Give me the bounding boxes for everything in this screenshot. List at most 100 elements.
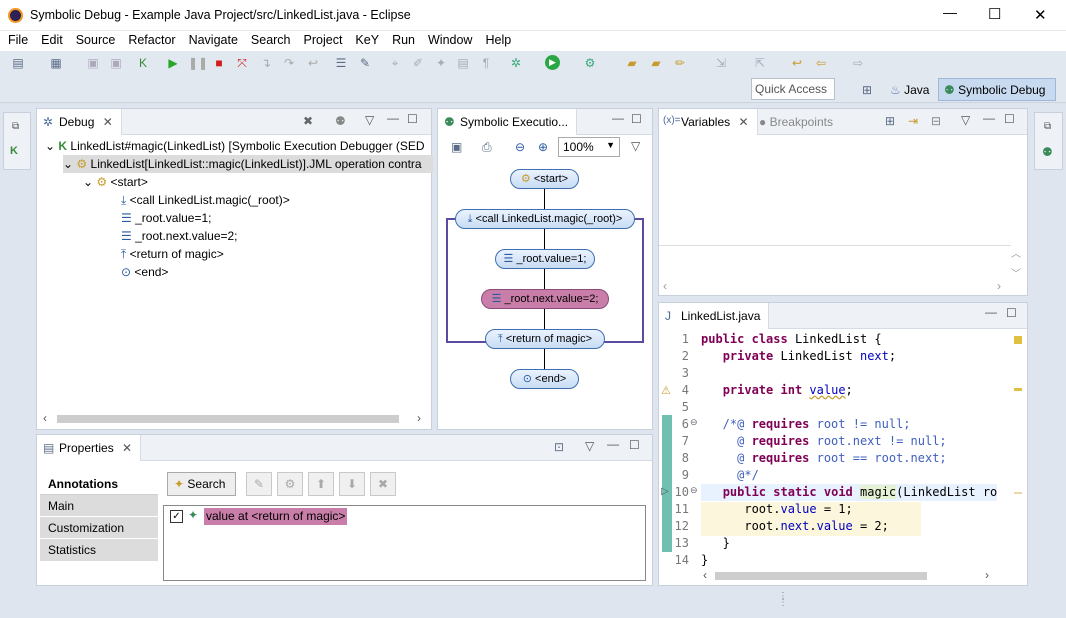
maximize-button[interactable]: ☐ <box>988 6 1002 23</box>
scroll-thumb[interactable] <box>57 415 399 423</box>
menu-run[interactable]: Run <box>392 33 415 47</box>
external-tools-icon[interactable]: ⚙ <box>584 56 596 70</box>
menu-source[interactable]: Source <box>75 33 116 47</box>
open-folder-icon[interactable]: ▰ <box>651 56 661 70</box>
category-statistics[interactable]: Statistics <box>40 539 158 561</box>
search-tool-icon[interactable]: ✏ <box>674 56 686 70</box>
step-over-icon[interactable]: ↷ <box>283 56 295 70</box>
code-area[interactable]: public class LinkedList { private Linked… <box>701 332 997 572</box>
maximize-view-icon[interactable]: ☐ <box>407 112 418 126</box>
scroll-left-icon[interactable]: ‹ <box>703 568 707 582</box>
category-customization[interactable]: Customization <box>40 517 158 539</box>
tree-row-launch[interactable]: ⌄ K LinkedList#magic(LinkedList) [Symbol… <box>45 137 425 155</box>
resume-icon[interactable]: ▶ <box>168 56 178 70</box>
minimize-view-icon[interactable]: — <box>983 111 995 125</box>
disconnect-icon[interactable]: ⤧ <box>237 56 247 70</box>
menu-project[interactable]: Project <box>303 33 343 47</box>
suspend-icon[interactable]: ❚❚ <box>188 56 209 70</box>
move-up-button[interactable]: ⬆ <box>308 472 334 496</box>
tab-linkedlist-java[interactable]: J LinkedList.java <box>659 303 770 329</box>
view-menu-chevron-icon[interactable]: ▽ <box>631 139 641 153</box>
step-filter-icon[interactable]: ✎ <box>359 56 371 70</box>
terminate-icon[interactable]: ■ <box>215 56 223 70</box>
menu-help[interactable]: Help <box>485 33 512 47</box>
vertical-scrollbar[interactable]: ︿﹀ <box>1011 245 1025 280</box>
key-icon[interactable]: K <box>138 56 147 70</box>
tree-view-icon[interactable]: ⚉ <box>1042 145 1053 159</box>
maximize-view-icon[interactable]: ☐ <box>1004 112 1015 126</box>
last-edit-icon[interactable]: ↩ <box>791 56 803 70</box>
scroll-left-icon[interactable]: ‹ <box>663 279 667 293</box>
pin-icon[interactable]: ⊡ <box>554 440 565 454</box>
minimize-view-icon[interactable]: — <box>387 111 399 125</box>
perspective-java[interactable]: ♨ Java <box>884 79 936 101</box>
tab-breakpoints[interactable]: ● Breakpoints <box>759 115 833 129</box>
minimize-button[interactable]: — <box>943 4 957 20</box>
tree-row-statement[interactable]: ☰ _root.next.value=2; <box>121 227 238 245</box>
menu-key[interactable]: KeY <box>355 33 380 47</box>
category-main[interactable]: Main <box>40 495 158 517</box>
zoom-in-icon[interactable]: ⊕ <box>538 140 549 154</box>
annotation-checkbox[interactable]: ✓ <box>170 510 183 523</box>
edit-annotation-button[interactable]: ✎ <box>246 472 272 496</box>
scroll-right-icon[interactable]: › <box>985 568 989 582</box>
scroll-up-icon[interactable]: ︿ <box>1011 249 1021 260</box>
run-icon[interactable]: ▶ <box>545 55 560 70</box>
zoom-select[interactable]: 100%▼ <box>558 137 620 157</box>
set-node-end[interactable]: ⊙ <end> <box>510 369 579 389</box>
move-down-button[interactable]: ⬇ <box>339 472 365 496</box>
remove-annotation-button[interactable]: ✖ <box>370 472 396 496</box>
collapse-all-icon[interactable]: ⇥ <box>908 114 919 128</box>
edit-icon[interactable]: ✐ <box>412 56 424 70</box>
annotation-label[interactable]: value at <return of magic> <box>204 508 348 525</box>
tab-debug[interactable]: ✲ Debug ✕ <box>37 109 122 135</box>
maximize-view-icon[interactable]: ☐ <box>631 112 642 126</box>
close-button[interactable]: ✕ <box>1034 7 1047 24</box>
minimize-view-icon[interactable]: — <box>607 437 619 451</box>
drop-frame-icon[interactable]: ☰ <box>335 56 347 70</box>
close-tab-icon[interactable]: ✕ <box>122 441 133 455</box>
new-java-project-icon[interactable]: ▰ <box>627 56 637 70</box>
minimize-view-icon[interactable]: — <box>985 305 997 319</box>
print-icon[interactable]: ⎙ <box>482 140 492 154</box>
tree-row-call[interactable]: ⤓ <call LinkedList.magic(_root)> <box>121 191 290 209</box>
collapse-icon[interactable]: ⌄ <box>63 157 74 171</box>
tab-symbolic-execution-tree[interactable]: ⚉ Symbolic Executio... <box>438 109 578 135</box>
scroll-right-icon[interactable]: › <box>417 411 421 425</box>
menu-refactor[interactable]: Refactor <box>128 33 176 47</box>
restore-icon[interactable]: ⧉ <box>12 121 20 132</box>
menu-navigate[interactable]: Navigate <box>188 33 238 47</box>
category-annotations[interactable]: Annotations <box>40 473 158 495</box>
minimize-view-icon[interactable]: — <box>612 111 624 125</box>
tree-row-target[interactable]: ⌄ ⚙ LinkedList[LinkedList::magic(LinkedL… <box>63 155 433 173</box>
scroll-right-icon[interactable]: › <box>997 279 1001 293</box>
fold-icon[interactable]: ⊖ <box>690 485 698 495</box>
menu-edit[interactable]: Edit <box>41 33 63 47</box>
open-type-icon[interactable]: ▦ <box>50 56 62 70</box>
scroll-down-icon[interactable]: ﹀ <box>1011 269 1021 280</box>
next-annotation-icon[interactable]: ⇲ <box>715 56 727 70</box>
save-image-icon[interactable]: ▣ <box>451 140 463 154</box>
remove-terminated-icon[interactable]: ✖ <box>303 114 314 128</box>
view-menu-chevron-icon[interactable]: ▽ <box>365 113 375 127</box>
debug-icon[interactable]: ✲ <box>510 56 522 70</box>
restore-icon[interactable]: ⧉ <box>1044 121 1052 132</box>
set-node-statement[interactable]: ☰ _root.value=1; <box>495 249 595 269</box>
maximize-view-icon[interactable]: ☐ <box>1006 306 1017 320</box>
quick-access-field[interactable]: Quick Access <box>751 78 835 100</box>
set-node-call[interactable]: ⤓ <call LinkedList.magic(_root)> <box>455 209 635 229</box>
tab-properties[interactable]: ▤ Properties ✕ <box>37 435 142 461</box>
set-node-return[interactable]: ⤒ <return of magic> <box>485 329 605 349</box>
perspective-symbolic-debug[interactable]: ⚉ Symbolic Debug <box>938 78 1056 101</box>
new-icon[interactable]: ▤ <box>12 56 24 70</box>
forward-icon[interactable]: ⇨ <box>852 56 864 70</box>
format-icon[interactable]: ▤ <box>457 56 469 70</box>
close-tab-icon[interactable]: ✕ <box>102 115 113 129</box>
set-node-start[interactable]: ⚙ <start> <box>510 169 579 189</box>
step-into-icon[interactable]: ↴ <box>260 56 272 70</box>
tab-variables[interactable]: (x)= Variables ✕ <box>659 109 758 135</box>
key-view-icon[interactable]: K <box>10 145 18 157</box>
close-tab-icon[interactable]: ✕ <box>738 115 749 129</box>
tree-row-end[interactable]: ⊙ <end> <box>121 263 168 281</box>
tree-row-statement[interactable]: ☰ _root.value=1; <box>121 209 212 227</box>
